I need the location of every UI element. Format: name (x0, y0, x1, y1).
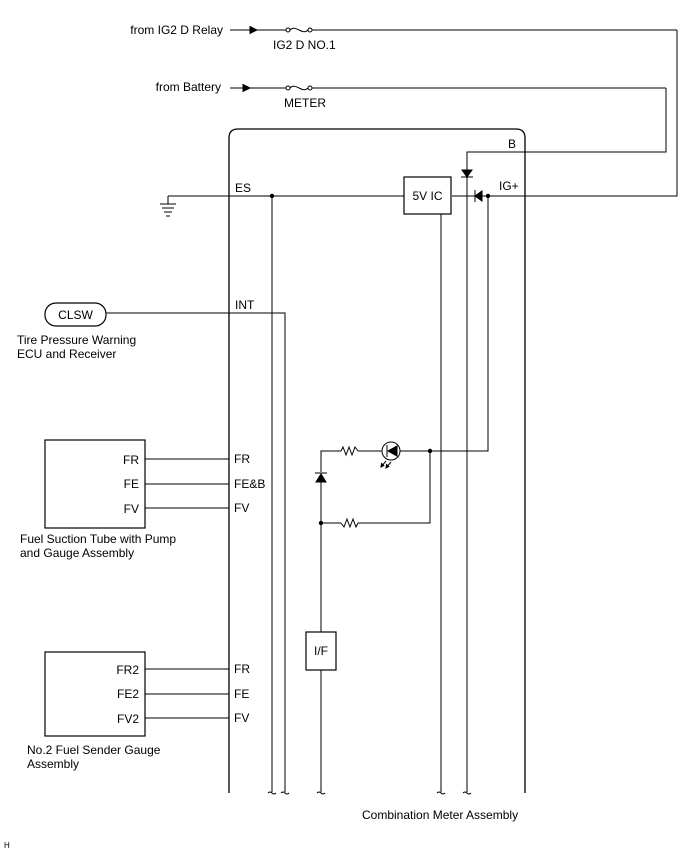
fuel-suction-name-2: and Gauge Assembly (20, 546, 134, 560)
sender2-name-1: No.2 Fuel Sender Gauge (27, 743, 161, 757)
fuel-suction-fr-label: FR (123, 453, 139, 467)
sender2-fe-label: FE2 (117, 687, 139, 701)
pin-fv-label: FV (234, 501, 249, 515)
5v-ic-box (403, 176, 452, 215)
pin-fe2-label: FE (234, 687, 249, 701)
fuel-suction-name-1: Fuel Suction Tube with Pump (20, 532, 176, 546)
b-input-diode-icon (461, 169, 473, 178)
5v-ic-label: 5V IC (412, 189, 442, 203)
fuel-suction-fe-label: FE (124, 477, 139, 491)
meter-fuse-label: METER (284, 96, 326, 110)
ig2-fuse-icon (285, 27, 313, 33)
diode-icon (315, 472, 327, 483)
corner-mark: H (4, 841, 10, 850)
sender2-name-2: Assembly (27, 757, 79, 771)
ig2-fuse-label: IG2 D NO.1 (273, 38, 336, 52)
pin-int-label: INT (235, 298, 255, 312)
combination-meter-label: Combination Meter Assembly (362, 808, 518, 822)
clsw-pin-label: CLSW (58, 308, 93, 322)
if-label: I/F (314, 644, 328, 658)
ig2-relay-label: from IG2 D Relay (130, 23, 223, 37)
pin-feb-label: FE&B (234, 477, 265, 491)
fuel-suction-fv-label: FV (124, 502, 139, 516)
pin-es-label: ES (235, 181, 251, 195)
if-box (305, 631, 337, 671)
pin-fr2-label: FR (234, 662, 250, 676)
resistor-upper-icon (340, 445, 359, 457)
fuel-suction-box (44, 439, 146, 529)
tpw-ecu-name-2: ECU and Receiver (17, 347, 116, 361)
battery-label: from Battery (156, 80, 221, 94)
pin-ig-label: IG+ (499, 179, 519, 193)
tpw-ecu-name-1: Tire Pressure Warning (17, 333, 136, 347)
pin-fr-label: FR (234, 452, 250, 466)
sender2-box (44, 651, 146, 737)
sender2-fr-label: FR2 (116, 663, 139, 677)
meter-fuse-icon (285, 85, 313, 91)
ig-input-diode-icon (474, 190, 483, 202)
pin-fv2-label: FV (234, 711, 249, 725)
resistor-lower-icon (340, 517, 359, 529)
combination-meter-frame (228, 128, 526, 793)
ig2-relay-feed: from IG2 D Relay IG2 D NO.1 (130, 23, 677, 52)
sender2-fv-label: FV2 (117, 712, 139, 726)
led-icon (380, 441, 401, 469)
ground-icon (160, 203, 176, 217)
clsw-pin-box (44, 302, 107, 327)
battery-feed: from Battery METER (156, 80, 666, 110)
wire-break-marks (267, 791, 472, 795)
pin-b-label: B (508, 137, 516, 151)
